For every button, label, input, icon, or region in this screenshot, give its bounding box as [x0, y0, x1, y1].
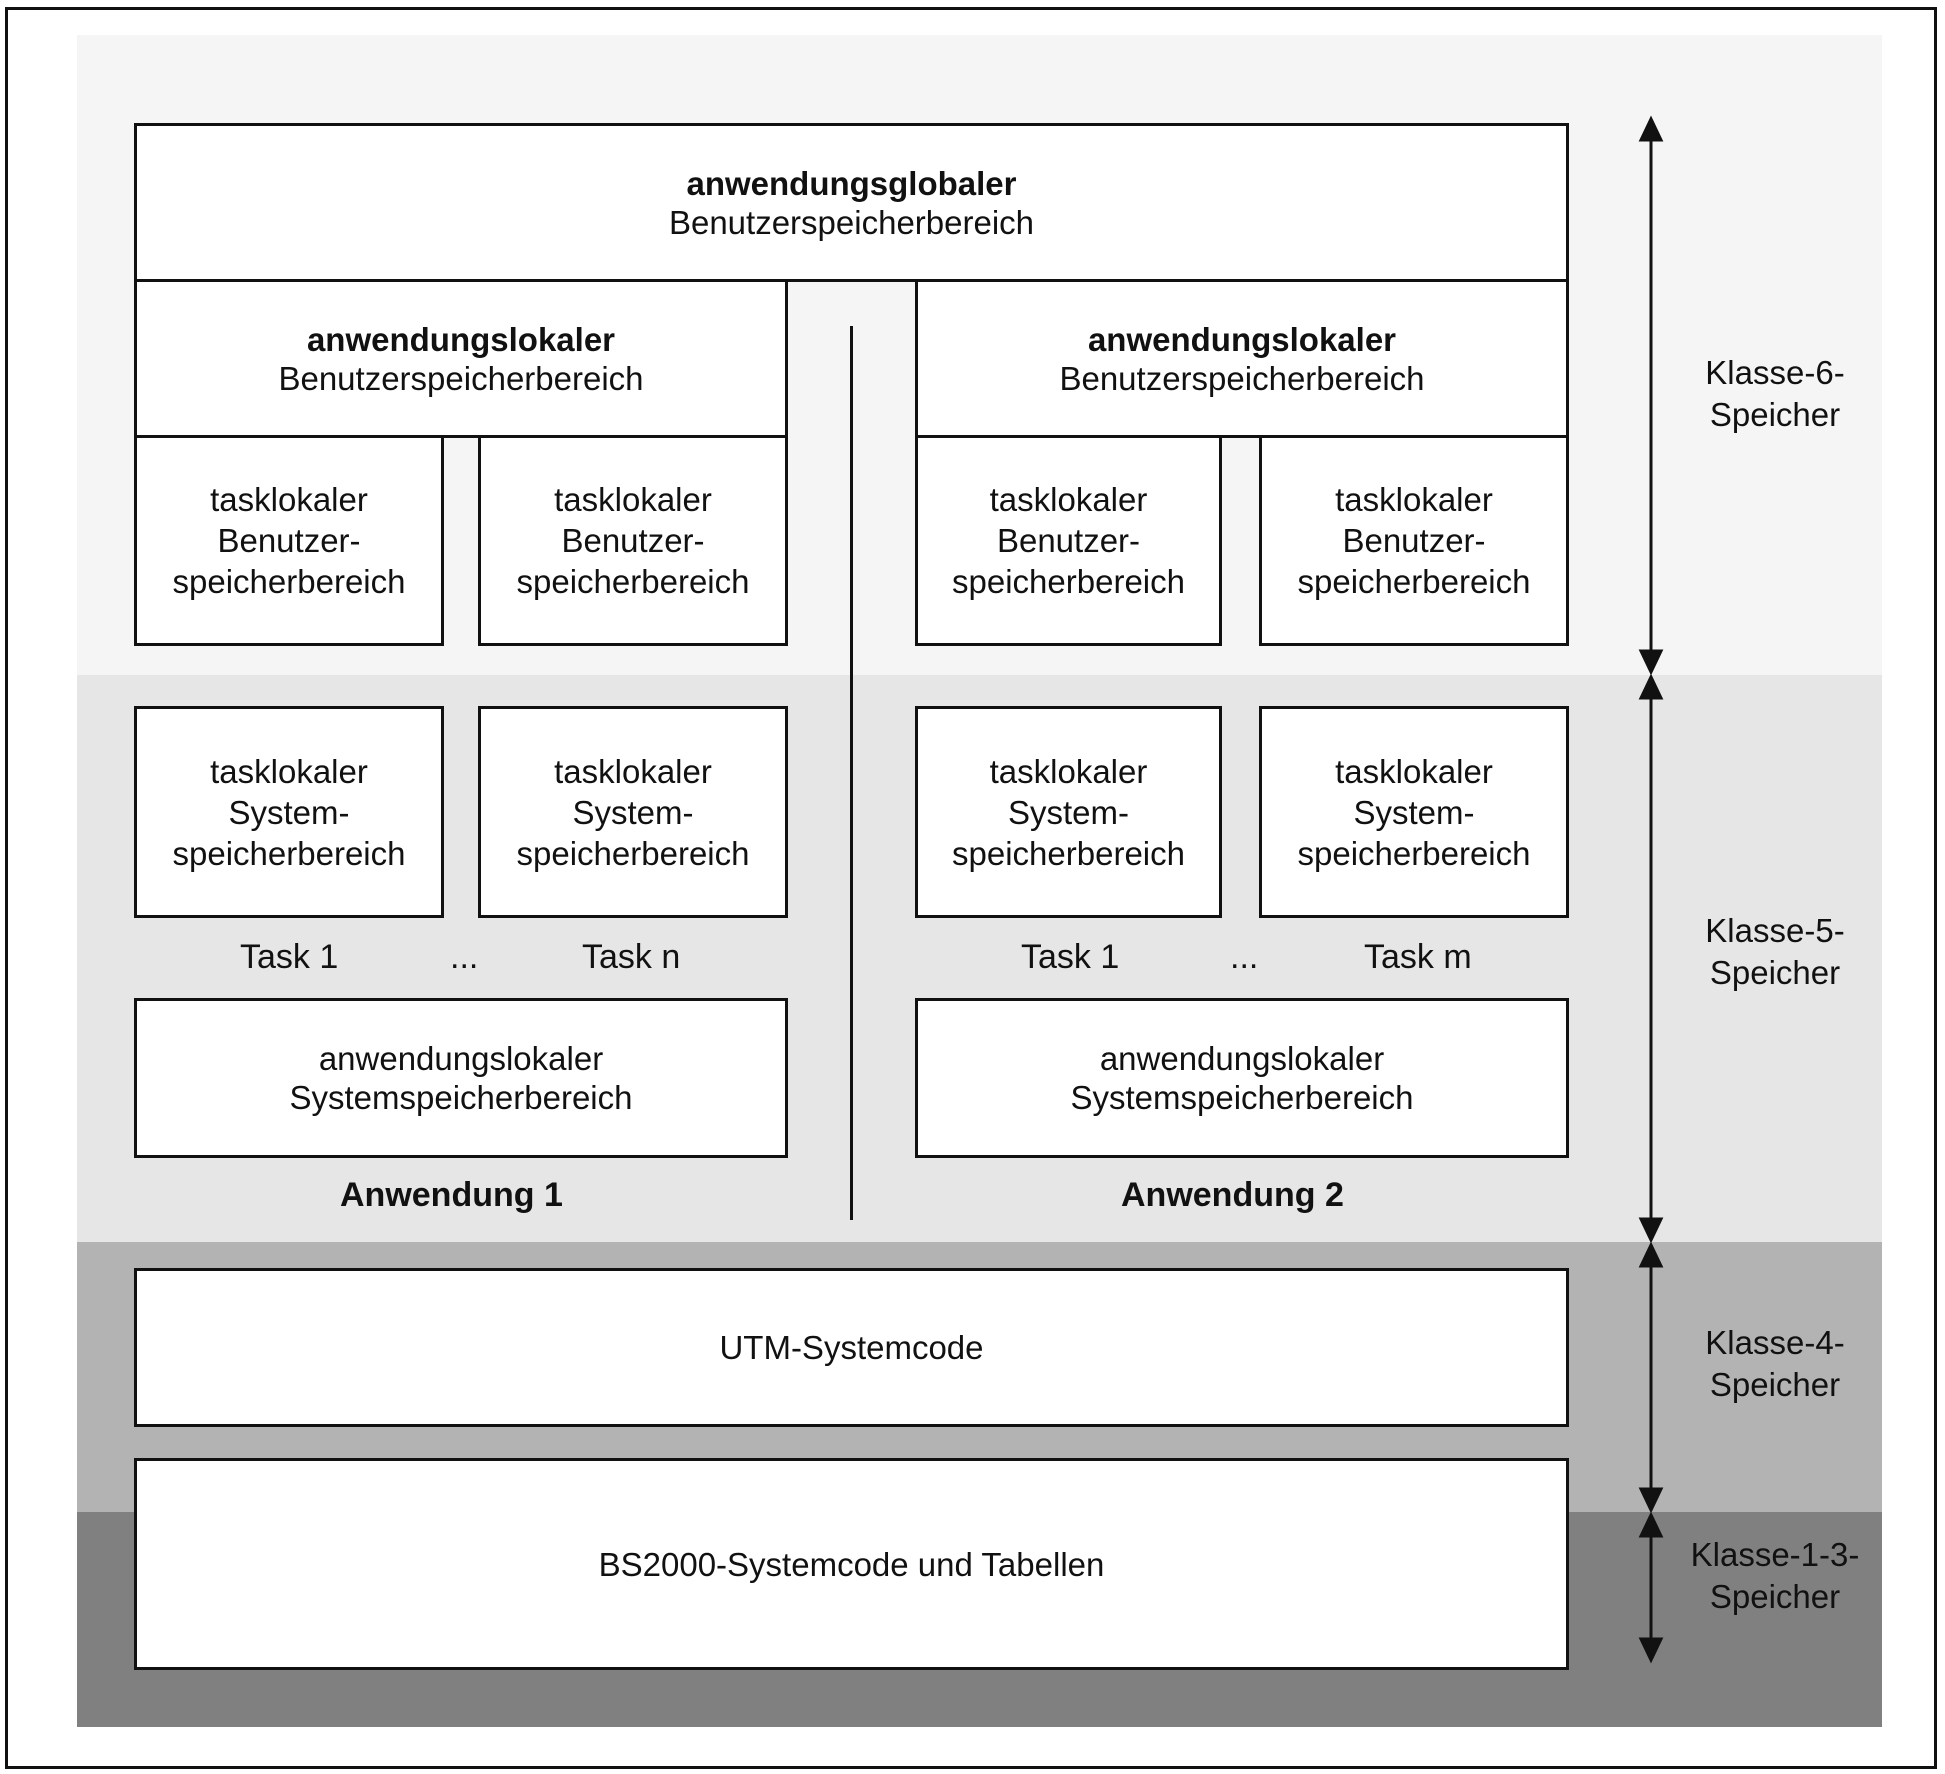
app2-local-user-area-box: anwendungslokaler Benutzerspeicherbereic…: [915, 279, 1569, 438]
box-text-line: speicherbereich: [952, 563, 1185, 600]
global-user-area-subtitle: Benutzerspeicherbereich: [668, 203, 1035, 241]
box-text-line: tasklokaler: [554, 481, 712, 518]
box-text-line: anwendungslokaler: [1099, 1040, 1385, 1077]
box-text-line: System-: [228, 793, 350, 831]
box-text-line: System-: [1353, 793, 1475, 831]
box-text-line: Systemspeicherbereich: [1070, 1079, 1414, 1116]
class-5-label: Klasse-5- Speicher: [1660, 910, 1890, 994]
box-text-line: speicherbereich: [516, 834, 750, 872]
app2-local-system-area-box: anwendungslokaler Systemspeicherbereich: [915, 998, 1569, 1158]
application-divider: [850, 326, 853, 1220]
diagram-frame: [5, 7, 1937, 1769]
app1-task1-system-area-box: tasklokaler System- speicherbereich: [134, 706, 444, 918]
app1-task1-user-area-box: tasklokaler Benutzer- speicherbereich: [134, 435, 444, 646]
class-label-line: Klasse-1-3-: [1690, 1536, 1860, 1573]
app2-local-user-area-subtitle: Benutzerspeicherbereich: [1059, 359, 1425, 397]
app1-local-user-area-subtitle: Benutzerspeicherbereich: [278, 359, 644, 397]
arrowhead-down: [1638, 1487, 1664, 1514]
box-text-line: tasklokaler: [554, 752, 712, 790]
box-text-line: tasklokaler: [989, 481, 1148, 518]
box-text-line: anwendungslokaler: [318, 1040, 604, 1077]
app2-task-last-label: Task m: [1364, 938, 1472, 976]
box-text-line: tasklokaler: [210, 481, 368, 518]
app1-taskn-system-area-box: tasklokaler System- speicherbereich: [478, 706, 788, 918]
class-label-line: Speicher: [1709, 1578, 1841, 1615]
app2-task-ellipsis: ...: [1230, 938, 1259, 976]
class-label-line: Speicher: [1709, 954, 1841, 991]
arrowhead-up: [1638, 1511, 1664, 1538]
class-label-line: Klasse-5-: [1705, 912, 1845, 949]
app1-local-user-area-box: anwendungslokaler Benutzerspeicherbereic…: [134, 279, 788, 438]
arrowhead-down: [1638, 1217, 1664, 1244]
box-text-line: Systemspeicherbereich: [289, 1079, 633, 1116]
box-text-line: Benutzer-: [561, 522, 705, 559]
box-text-line: tasklokaler: [989, 752, 1148, 790]
global-user-area-title: anwendungsglobaler: [686, 164, 1017, 202]
app1-title: Anwendung 1: [340, 1176, 563, 1214]
utm-systemcode-box: UTM-Systemcode: [134, 1268, 1569, 1427]
app2-task1-system-area-box: tasklokaler System- speicherbereich: [915, 706, 1222, 918]
bs2000-systemcode-box: BS2000-Systemcode und Tabellen: [134, 1458, 1569, 1670]
box-text-line: tasklokaler: [1335, 752, 1493, 790]
app1-task-ellipsis: ...: [450, 938, 479, 976]
app1-task-last-label: Task n: [582, 938, 681, 976]
app2-local-user-area-title: anwendungslokaler: [1087, 320, 1397, 358]
app1-taskn-user-area-box: tasklokaler Benutzer- speicherbereich: [478, 435, 788, 646]
box-text-line: Benutzer-: [217, 522, 361, 559]
box-text-line: speicherbereich: [172, 834, 406, 872]
class-label-line: Klasse-4-: [1705, 1324, 1845, 1361]
class-label-line: Speicher: [1709, 1366, 1841, 1403]
box-text-line: Benutzer-: [1342, 522, 1486, 559]
box-text-line: speicherbereich: [516, 563, 750, 600]
app1-local-system-area-box: anwendungslokaler Systemspeicherbereich: [134, 998, 788, 1158]
box-text-line: speicherbereich: [1297, 563, 1531, 600]
app2-task-first-label: Task 1: [1021, 938, 1120, 976]
global-user-area-box: anwendungsglobaler Benutzerspeicherberei…: [134, 123, 1569, 282]
app2-task1-user-area-box: tasklokaler Benutzer- speicherbereich: [915, 435, 1222, 646]
app1-local-user-area-title: anwendungslokaler: [306, 320, 616, 358]
box-text-line: tasklokaler: [1335, 481, 1493, 518]
arrowhead-down: [1638, 1637, 1664, 1664]
app1-task-first-label: Task 1: [240, 938, 339, 976]
class-4-label: Klasse-4- Speicher: [1660, 1322, 1890, 1406]
utm-systemcode-label: UTM-Systemcode: [719, 1329, 984, 1366]
box-text-line: System-: [1007, 793, 1129, 831]
class-1-3-label: Klasse-1-3- Speicher: [1660, 1534, 1890, 1618]
app2-taskm-system-area-box: tasklokaler System- speicherbereich: [1259, 706, 1569, 918]
class-6-label: Klasse-6- Speicher: [1660, 352, 1890, 436]
arrowhead-down: [1638, 649, 1664, 676]
box-text-line: Benutzer-: [996, 522, 1141, 559]
class-label-line: Speicher: [1709, 396, 1841, 433]
app2-taskm-user-area-box: tasklokaler Benutzer- speicherbereich: [1259, 435, 1569, 646]
class-label-line: Klasse-6-: [1705, 354, 1845, 391]
app2-title: Anwendung 2: [1121, 1176, 1344, 1214]
box-text-line: speicherbereich: [952, 834, 1185, 872]
box-text-line: speicherbereich: [172, 563, 406, 600]
bs2000-systemcode-label: BS2000-Systemcode und Tabellen: [598, 1545, 1105, 1583]
box-text-line: speicherbereich: [1297, 834, 1531, 872]
box-text-line: tasklokaler: [210, 752, 368, 790]
arrowhead-up: [1638, 1241, 1664, 1268]
arrowhead-up: [1638, 673, 1664, 700]
arrowhead-up: [1638, 115, 1664, 142]
box-text-line: System-: [572, 793, 694, 831]
